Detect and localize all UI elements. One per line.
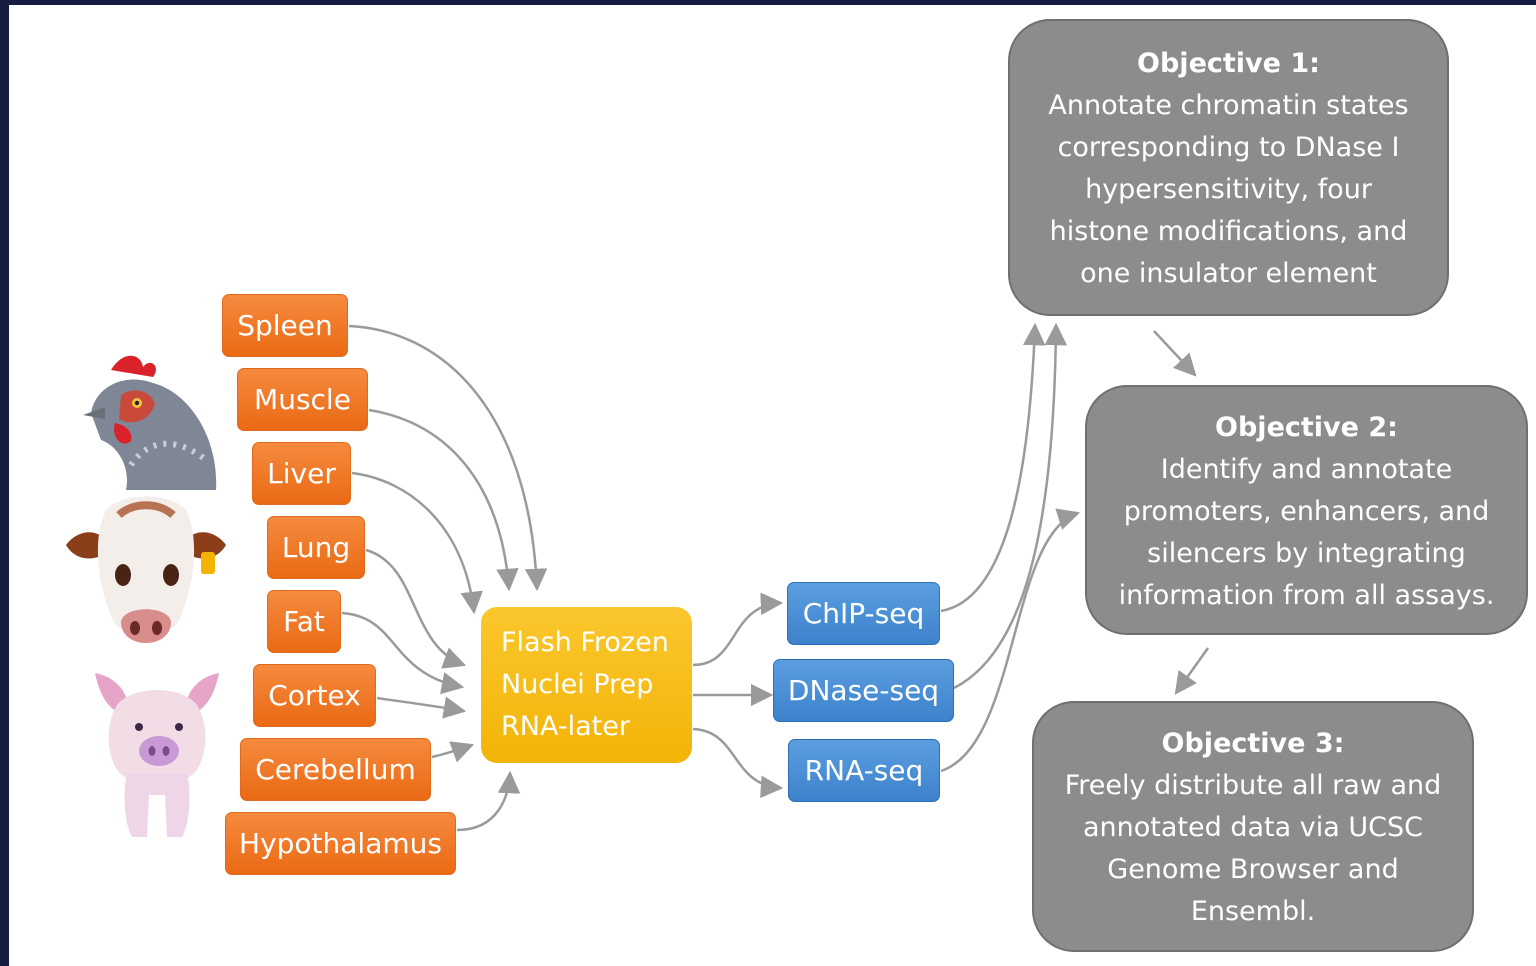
objective-2-body: Identify and annotate promoters, enhance…	[1118, 454, 1495, 611]
arrow-liver	[351, 471, 483, 615]
arrow-muscle	[368, 408, 519, 592]
objective-1-title: Objective 1:	[1137, 48, 1320, 79]
connector-layer	[341, 322, 1210, 832]
tissue-hypothalamus: Hypothalamus	[225, 812, 456, 875]
arrow-obj1-obj2	[1153, 330, 1197, 377]
arrow-lung	[365, 548, 467, 669]
tissue-spleen: Spleen	[222, 294, 348, 357]
arrow-obj2-obj3	[1174, 647, 1210, 695]
pig-icon	[95, 673, 219, 837]
arrow-dnase-obj1	[953, 322, 1068, 690]
objective-2: Objective 2: Identify and annotate promo…	[1085, 385, 1528, 635]
tissue-fat: Fat	[267, 590, 341, 653]
arrow-chip-obj1	[940, 322, 1046, 613]
tissue-muscle: Muscle	[237, 368, 368, 431]
objective-1: Objective 1: Annotate chromatin states c…	[1008, 19, 1449, 316]
arrow-spleen	[348, 324, 548, 592]
diagram-canvas: Spleen Muscle Liver Lung Fat Cortex Cere…	[9, 5, 1536, 966]
arrow-hub-rna	[692, 727, 784, 798]
arrow-hub-chip	[692, 592, 784, 667]
arrow-hypothalamus	[456, 770, 521, 832]
hub-line-1: Flash Frozen	[501, 627, 669, 658]
objective-3: Objective 3: Freely distribute all raw a…	[1032, 701, 1474, 952]
arrow-cortex	[376, 696, 467, 719]
chicken-icon	[83, 355, 217, 490]
assay-chip-seq: ChIP-seq	[787, 582, 940, 645]
tissue-cortex: Cortex	[253, 664, 376, 727]
objective-3-body: Freely distribute all raw and annotated …	[1064, 770, 1442, 927]
assay-rna-seq: RNA-seq	[788, 739, 940, 802]
arrow-rna-obj2	[940, 508, 1081, 773]
tissue-cerebellum: Cerebellum	[240, 738, 431, 801]
processing-hub: Flash Frozen Nuclei Prep RNA-later	[481, 607, 692, 763]
hub-line-2: Nuclei Prep	[501, 669, 654, 700]
hub-line-3: RNA-later	[501, 711, 630, 742]
tissue-lung: Lung	[267, 516, 365, 579]
arrow-fat	[341, 611, 465, 695]
tissue-liver: Liver	[252, 442, 351, 505]
assay-dnase-seq: DNase-seq	[773, 659, 954, 722]
cow-icon	[66, 496, 226, 643]
objective-2-title: Objective 2:	[1215, 412, 1398, 443]
objective-1-body: Annotate chromatin states corresponding …	[1048, 90, 1409, 289]
arrow-cerebellum	[431, 741, 475, 763]
objective-3-title: Objective 3:	[1161, 728, 1345, 759]
